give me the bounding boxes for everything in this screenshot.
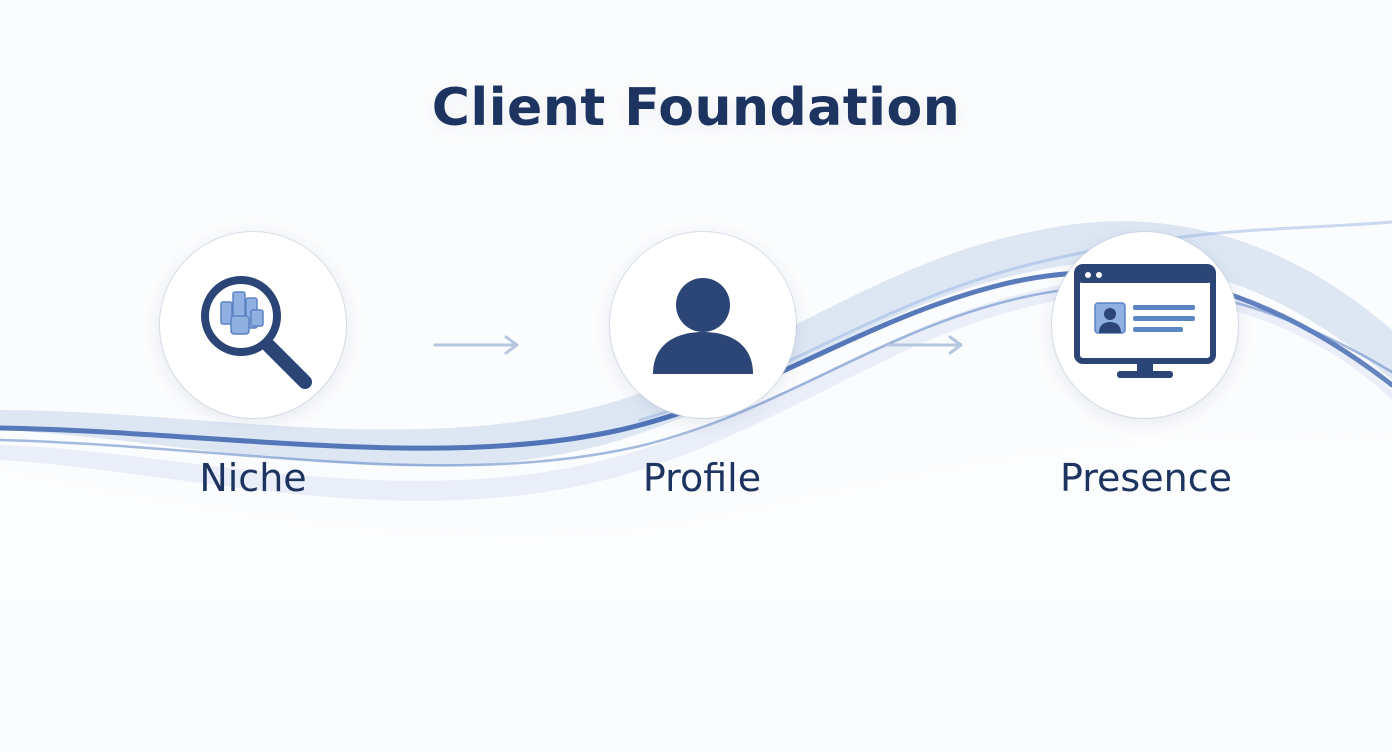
step-niche-label: Niche <box>199 456 307 500</box>
user-icon <box>653 278 753 374</box>
magnifier-icon <box>201 276 312 389</box>
wave-haze <box>0 436 1392 600</box>
step-niche-circle <box>160 232 346 418</box>
wave-band-soft <box>0 221 1392 467</box>
arrow-right-icon <box>887 335 963 355</box>
arrow-right-icon <box>433 335 519 355</box>
step-presence-circle <box>1052 232 1238 418</box>
monitor-profile-icon <box>1074 264 1216 378</box>
step-profile-circle <box>610 232 796 418</box>
diagram-title: Client Foundation <box>431 78 961 138</box>
step-presence-label: Presence <box>1060 456 1232 500</box>
step-profile-label: Profile <box>642 456 762 500</box>
